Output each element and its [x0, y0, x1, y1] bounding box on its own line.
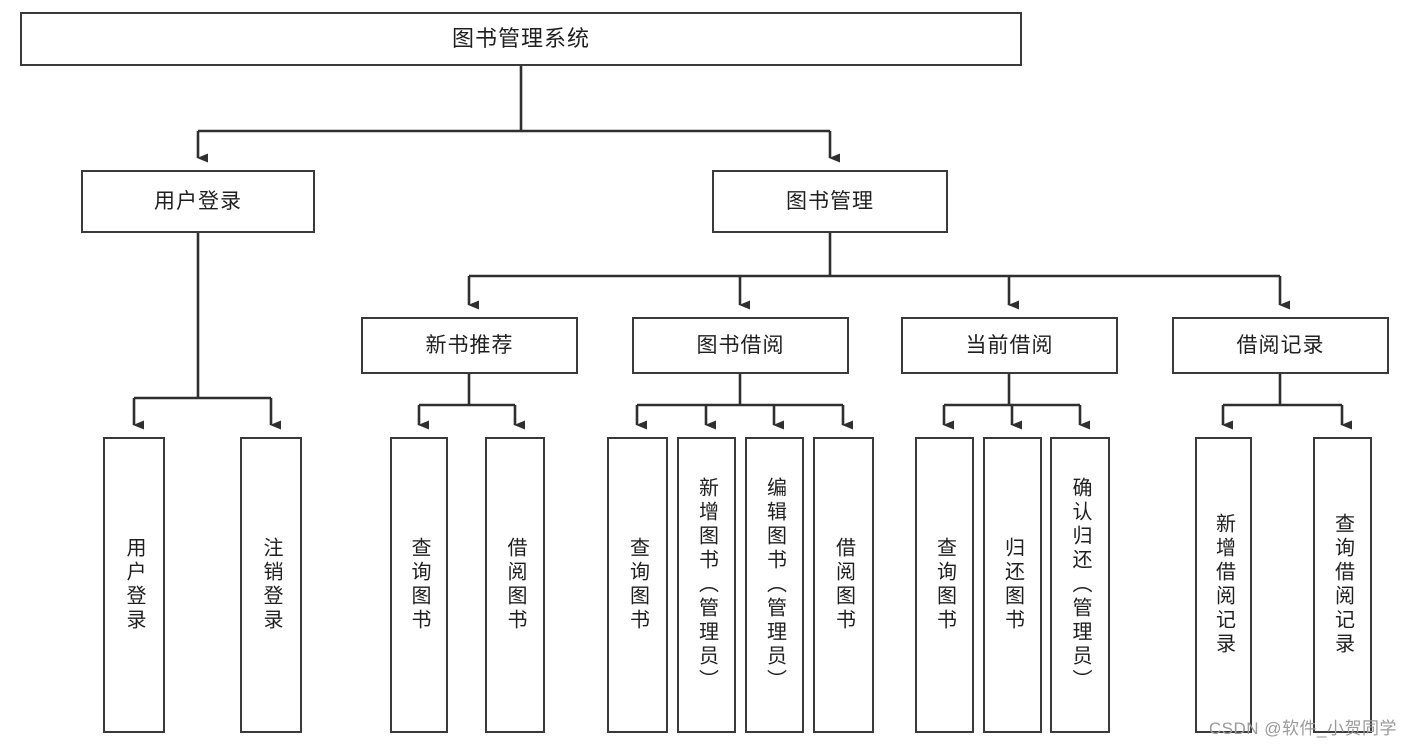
- node-label: 借阅图书: [832, 537, 855, 633]
- node-label: 用户登录: [123, 537, 145, 633]
- node-label: 查询借阅记录: [1331, 513, 1354, 657]
- leaf-borrow-edit-book-admin[interactable]: 编辑图书（管理员）: [745, 437, 804, 733]
- node-label: 借阅记录: [1236, 333, 1325, 357]
- node-label: 查询图书: [933, 537, 956, 633]
- node-label: 注销登录: [260, 537, 282, 633]
- leaf-records-query-record[interactable]: 查询借阅记录: [1313, 437, 1372, 733]
- leaf-current-query-book[interactable]: 查询图书: [915, 437, 974, 733]
- leaf-current-confirm-return-admin[interactable]: 确认归还（管理员）: [1050, 437, 1110, 733]
- node-label: 编辑图书（管理员）: [763, 477, 786, 693]
- node-label: 图书管理: [786, 189, 874, 213]
- node-book-management[interactable]: 图书管理: [712, 170, 948, 233]
- leaf-borrow-query-book[interactable]: 查询图书: [607, 437, 668, 733]
- leaf-user-login[interactable]: 用户登录: [103, 437, 165, 733]
- node-label: 归还图书: [1001, 537, 1024, 633]
- watermark: CSDN @软件_小贺同学: [1208, 719, 1397, 738]
- node-book-borrow[interactable]: 图书借阅: [632, 317, 849, 374]
- node-label: 查询图书: [626, 537, 649, 633]
- node-label: 图书借阅: [696, 333, 785, 357]
- node-user-login[interactable]: 用户登录: [81, 170, 315, 233]
- node-new-book-recommend[interactable]: 新书推荐: [361, 317, 578, 374]
- leaf-newbook-query-book[interactable]: 查询图书: [390, 437, 448, 733]
- node-label: 确认归还（管理员）: [1069, 477, 1091, 693]
- leaf-borrow-lend-book[interactable]: 借阅图书: [813, 437, 874, 733]
- node-label: 新书推荐: [425, 333, 514, 357]
- node-root-system[interactable]: 图书管理系统: [20, 12, 1022, 66]
- node-label: 新增图书（管理员）: [695, 477, 718, 693]
- node-label: 当前借阅: [965, 333, 1054, 357]
- leaf-newbook-borrow-book[interactable]: 借阅图书: [485, 437, 545, 733]
- leaf-current-return-book[interactable]: 归还图书: [983, 437, 1042, 733]
- leaf-records-add-record[interactable]: 新增借阅记录: [1195, 437, 1252, 733]
- node-label: 用户登录: [154, 189, 242, 213]
- node-label: 借阅图书: [504, 537, 526, 633]
- node-label: 图书管理系统: [451, 25, 590, 51]
- node-current-borrow[interactable]: 当前借阅: [901, 317, 1118, 374]
- leaf-borrow-add-book-admin[interactable]: 新增图书（管理员）: [677, 437, 736, 733]
- leaf-user-logout[interactable]: 注销登录: [240, 437, 302, 733]
- node-borrow-records[interactable]: 借阅记录: [1172, 317, 1389, 374]
- node-label: 新增借阅记录: [1212, 513, 1235, 657]
- node-label: 查询图书: [408, 537, 430, 633]
